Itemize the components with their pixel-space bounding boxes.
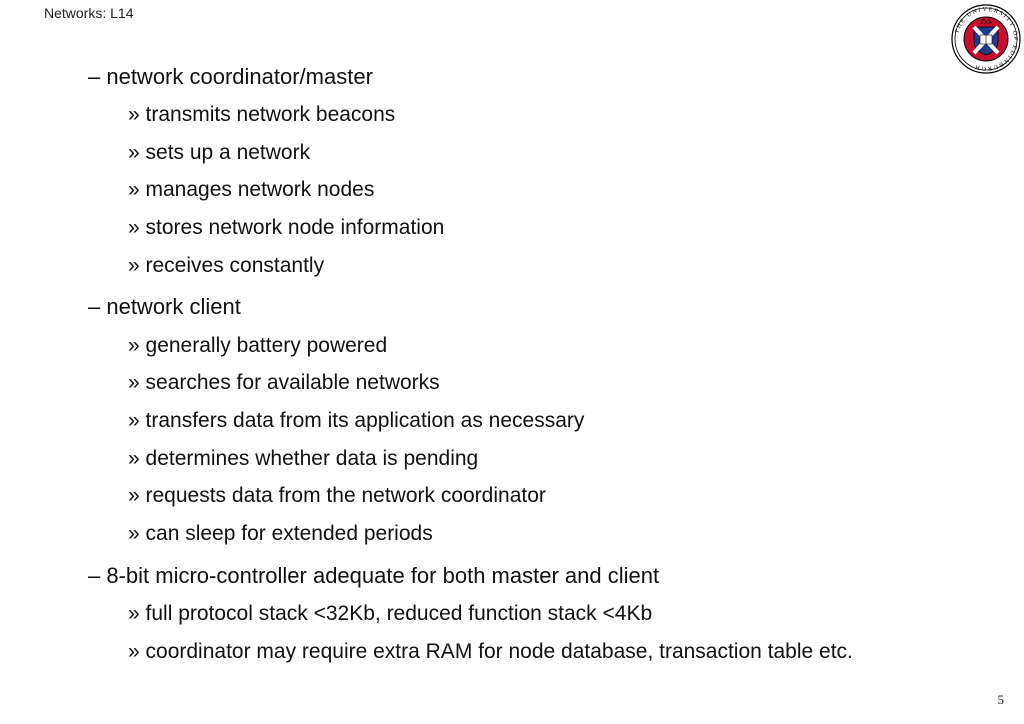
university-logo: THE UNIVERSITY OF EDINBURGH <box>950 3 1022 75</box>
list-item: » can sleep for extended periods <box>128 522 433 545</box>
list-item: » full protocol stack <32Kb, reduced fun… <box>128 602 653 625</box>
page-header-title: Networks: L14 <box>44 5 134 21</box>
section-heading: – network coordinator/master <box>88 64 373 89</box>
list-item: » requests data from the network coordin… <box>128 484 546 507</box>
section-heading: – network client <box>88 294 241 319</box>
section-heading: – 8-bit micro-controller adequate for bo… <box>88 563 660 588</box>
list-item: » coordinator may require extra RAM for … <box>128 640 853 663</box>
section-microcontroller: – 8-bit micro-controller adequate for bo… <box>88 563 659 589</box>
list-item: » transfers data from its application as… <box>128 409 585 432</box>
page-number: 5 <box>997 692 1005 707</box>
list-item: » generally battery powered <box>128 334 388 357</box>
list-item: » sets up a network <box>128 141 311 164</box>
list-item: » stores network node information <box>128 216 445 239</box>
section-coordinator: – network coordinator/master <box>88 64 373 90</box>
list-item: » transmits network beacons <box>128 103 396 126</box>
crest-icon: THE UNIVERSITY OF EDINBURGH <box>951 4 1021 74</box>
list-item: » searches for available networks <box>128 371 440 394</box>
list-item: » receives constantly <box>128 254 325 277</box>
section-client: – network client <box>88 294 241 320</box>
list-item: » determines whether data is pending <box>128 447 479 470</box>
list-item: » manages network nodes <box>128 178 375 201</box>
